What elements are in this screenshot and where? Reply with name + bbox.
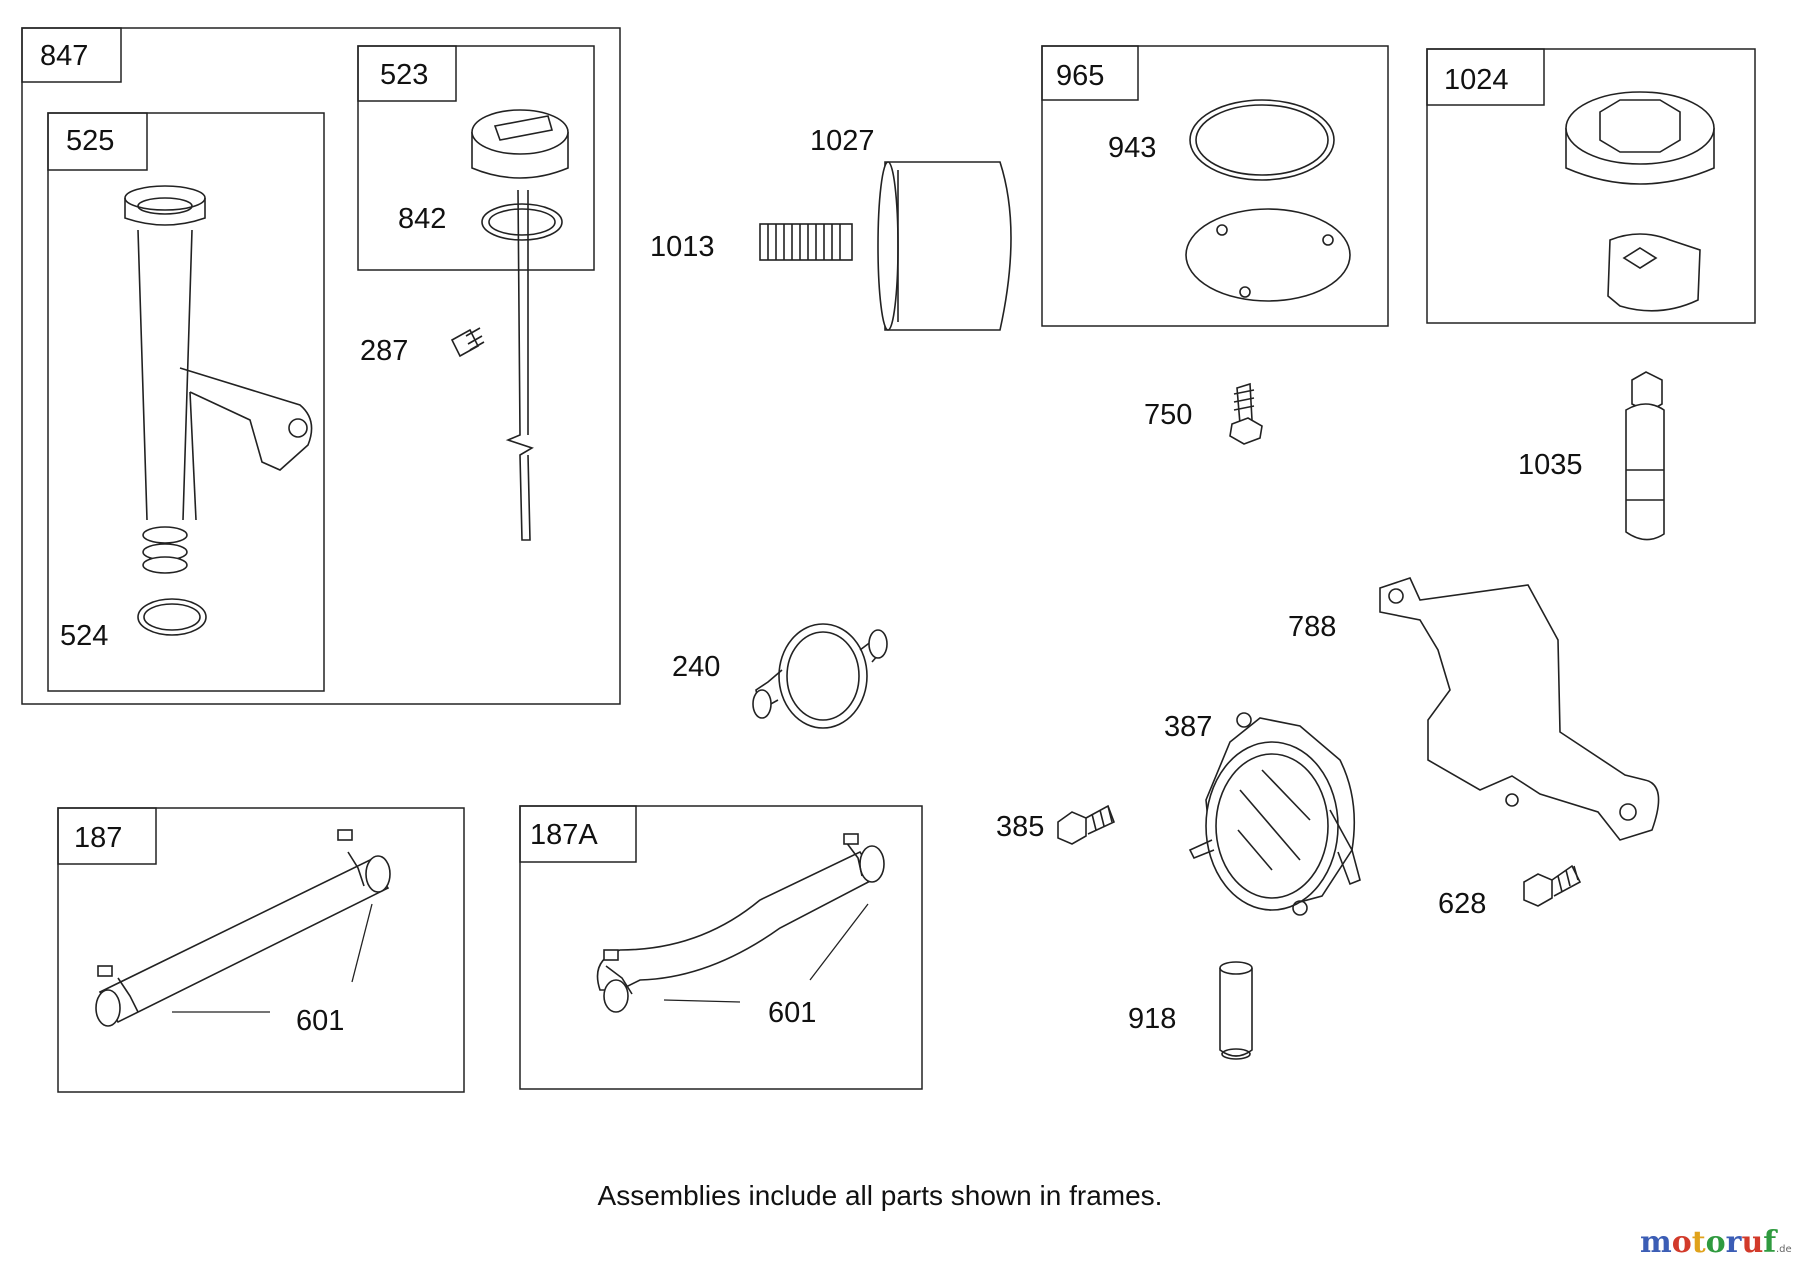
watermark-text: motoruf (1640, 1225, 1778, 1260)
watermark-letter: t (1692, 1225, 1706, 1260)
gasket-icon (1189, 99, 1335, 181)
frame-label-187A: 187A (530, 819, 598, 851)
part-label-524: 524 (60, 620, 108, 652)
frame-523: 523 (357, 45, 595, 271)
screw-385-icon (1057, 804, 1116, 845)
fuel-pump-icon (1188, 712, 1361, 916)
air-filter-icon (877, 161, 1012, 331)
screw-287-icon (450, 327, 485, 358)
frame-187A: 187A (519, 805, 923, 1090)
watermark-suffix: .de (1776, 1244, 1792, 1255)
watermark-logo: motoruf .de (1640, 1225, 1792, 1260)
fuel-hose-straight-icon (95, 829, 391, 1027)
frame-187: 187 (57, 807, 465, 1093)
oil-pump-rotor-icon (1565, 91, 1715, 185)
screw-750-icon (1229, 382, 1263, 445)
frame-label-525: 525 (66, 125, 114, 157)
part-label-943: 943 (1108, 132, 1156, 164)
watermark-letter: r (1726, 1225, 1743, 1260)
frame-label-187: 187 (74, 822, 122, 854)
dipstick-icon (471, 109, 569, 541)
frame-965: 965 (1041, 45, 1389, 327)
watermark-letter: u (1741, 1225, 1763, 1260)
o-ring-icon (137, 598, 207, 636)
part-label-385: 385 (996, 811, 1044, 843)
part-label-750: 750 (1144, 399, 1192, 431)
part-label-1013: 1013 (650, 231, 715, 263)
part-label-1027: 1027 (810, 125, 875, 157)
frame-1024: 1024 (1426, 48, 1756, 324)
threaded-stud-icon (759, 223, 853, 261)
leader-line (809, 903, 869, 981)
part-label-842: 842 (398, 203, 446, 235)
screw-628-icon (1523, 864, 1582, 907)
part-label-601: 601 (296, 1005, 344, 1037)
watermark-letter: m (1640, 1225, 1672, 1260)
frame-label-523: 523 (380, 59, 428, 91)
watermark-letter: f (1763, 1225, 1778, 1260)
frame-525: 525 (47, 112, 325, 692)
leader-line (663, 999, 741, 1003)
part-label-1035: 1035 (1518, 449, 1583, 481)
part-label-287: 287 (360, 335, 408, 367)
frame-847: 847 (21, 27, 621, 705)
part-label-918: 918 (1128, 1003, 1176, 1035)
frame-label-1024: 1024 (1444, 64, 1509, 96)
inner-rotor-icon (1607, 233, 1701, 312)
part-label-601-b: 601 (768, 997, 816, 1029)
frame-label-847: 847 (40, 40, 88, 72)
caption: Assemblies include all parts shown in fr… (598, 1180, 1163, 1211)
part-label-387: 387 (1164, 711, 1212, 743)
part-label-628: 628 (1438, 888, 1486, 920)
part-label-788: 788 (1288, 611, 1336, 643)
watermark-letter: o (1672, 1225, 1692, 1260)
inline-fuel-filter-icon (752, 623, 888, 729)
fuel-filter-element-icon (1219, 961, 1253, 1060)
bracket-icon (1379, 577, 1660, 841)
diaphragm-plate-icon (1185, 208, 1351, 302)
leader-line (351, 903, 373, 983)
oil-fill-tube-icon (124, 185, 313, 574)
pump-shaft-icon (1625, 371, 1665, 541)
frame-label-965: 965 (1056, 60, 1104, 92)
fuel-hose-curved-icon (596, 833, 885, 1013)
watermark-letter: o (1706, 1225, 1726, 1260)
part-label-240: 240 (672, 651, 720, 683)
